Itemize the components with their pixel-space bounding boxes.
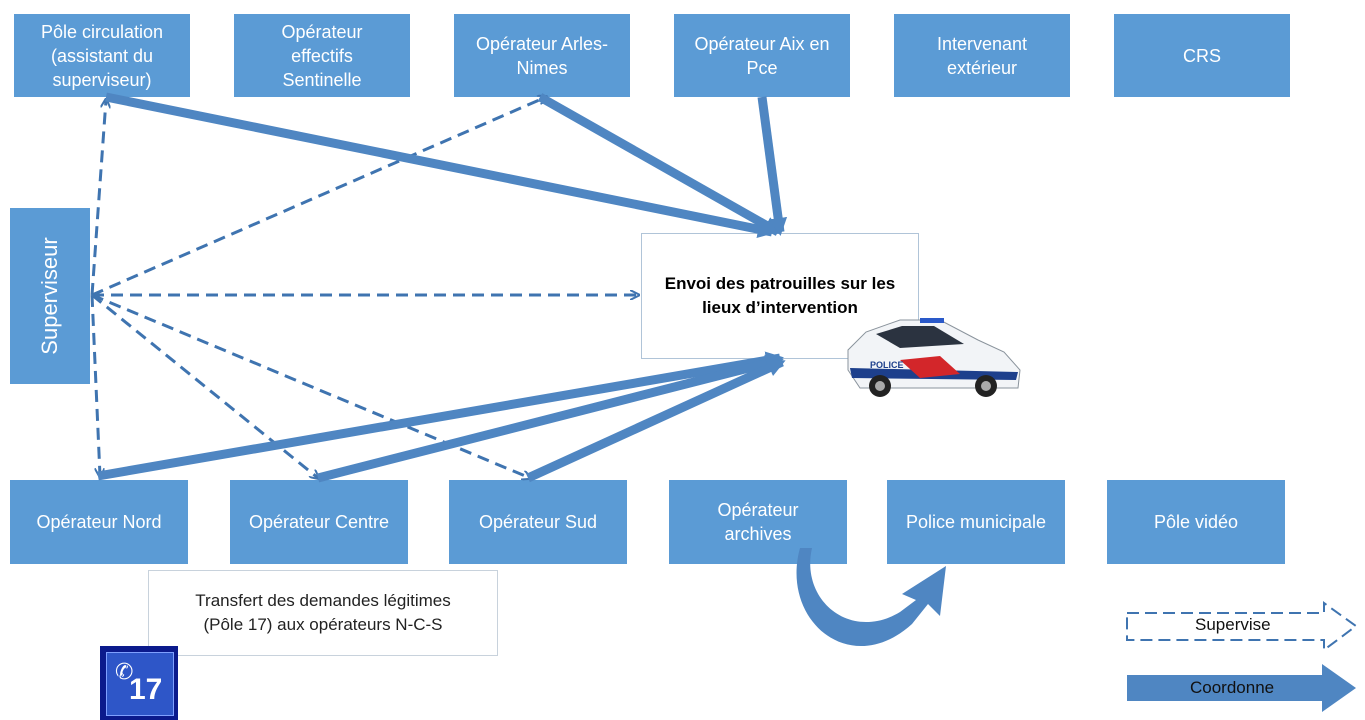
box-label: Opérateur Sud bbox=[478, 512, 598, 532]
box-label: CRS bbox=[1182, 45, 1221, 66]
legend-coordonne-arrow bbox=[1127, 664, 1356, 712]
curved-transfer-arrow bbox=[796, 548, 946, 647]
phone-number: 17 bbox=[129, 673, 163, 706]
legend-coordonne-label: Coordonne bbox=[1190, 678, 1275, 697]
box-police-municipale: Police municipale bbox=[887, 480, 1065, 564]
box-pole-video: Pôle vidéo bbox=[1107, 480, 1285, 564]
box-operateur-centre: Opérateur Centre bbox=[230, 480, 408, 564]
telephone-icon: ✆ bbox=[115, 659, 134, 684]
box-operateur-aix: Opérateur Aix en Pce bbox=[674, 14, 850, 97]
box-operateur-sud: Opérateur Sud bbox=[449, 480, 627, 564]
box-operateur-archives: Opérateur archives bbox=[669, 480, 847, 564]
box-label: Opérateur Nord bbox=[36, 512, 162, 532]
box-label: Opérateur archives bbox=[717, 500, 799, 544]
phone-badge-inner: ✆ 17 bbox=[106, 652, 174, 716]
box-label: Opérateur effectifs Sentinelle bbox=[281, 21, 363, 90]
car-label: POLICE bbox=[870, 360, 904, 370]
supervise-arrow-sud bbox=[91, 293, 530, 478]
box-intervenant-exterieur: Intervenant extérieur bbox=[894, 14, 1070, 97]
supervise-arrow-pole-circulation bbox=[90, 100, 106, 296]
coordonne-arrow-arles bbox=[537, 93, 782, 236]
box-operateur-nord: Opérateur Nord bbox=[10, 480, 188, 564]
legend-supervise-label: Supervise bbox=[1195, 615, 1271, 634]
police-car-icon: POLICE bbox=[847, 318, 1021, 397]
box-label: Opérateur Centre bbox=[248, 512, 390, 532]
coordonne-arrow-sud bbox=[526, 357, 786, 483]
phone-17-badge: ✆ 17 bbox=[100, 646, 178, 720]
legend-supervise-arrow bbox=[1126, 601, 1358, 652]
box-label: Opérateur Arles- Nimes bbox=[475, 33, 609, 78]
coordonne-arrow-nord bbox=[97, 351, 784, 481]
coordonne-arrows bbox=[97, 92, 788, 483]
center-label: Envoi des patrouilles sur les lieux d’in… bbox=[664, 274, 896, 317]
box-operateur-sentinelle: Opérateur effectifs Sentinelle bbox=[234, 14, 410, 97]
note-transfert: Transfert des demandes légitimes (Pôle 1… bbox=[148, 570, 498, 656]
note-label: Transfert des demandes légitimes (Pôle 1… bbox=[195, 591, 451, 634]
box-label: Police municipale bbox=[905, 512, 1047, 532]
box-crs: CRS bbox=[1114, 14, 1290, 97]
coordonne-arrow-centre bbox=[316, 354, 784, 483]
box-label: Opérateur Aix en Pce bbox=[694, 33, 830, 78]
coordonne-arrow-pole-circulation bbox=[105, 92, 776, 239]
supervise-arrow-centre bbox=[91, 293, 318, 478]
box-label: Pôle circulation (assistant du supervise… bbox=[40, 21, 164, 90]
coordonne-arrow-aix bbox=[757, 96, 788, 236]
supervise-arrows bbox=[90, 97, 638, 478]
box-superviseur: Superviseur bbox=[10, 208, 90, 384]
box-label: Pôle vidéo bbox=[1153, 512, 1239, 532]
box-label: Intervenant extérieur bbox=[936, 33, 1028, 78]
supervise-arrow-nord bbox=[90, 294, 100, 476]
box-pole-circulation: Pôle circulation (assistant du supervise… bbox=[14, 14, 190, 97]
box-operateur-arles-nimes: Opérateur Arles- Nimes bbox=[454, 14, 630, 97]
supervise-arrow-arles bbox=[91, 97, 546, 297]
